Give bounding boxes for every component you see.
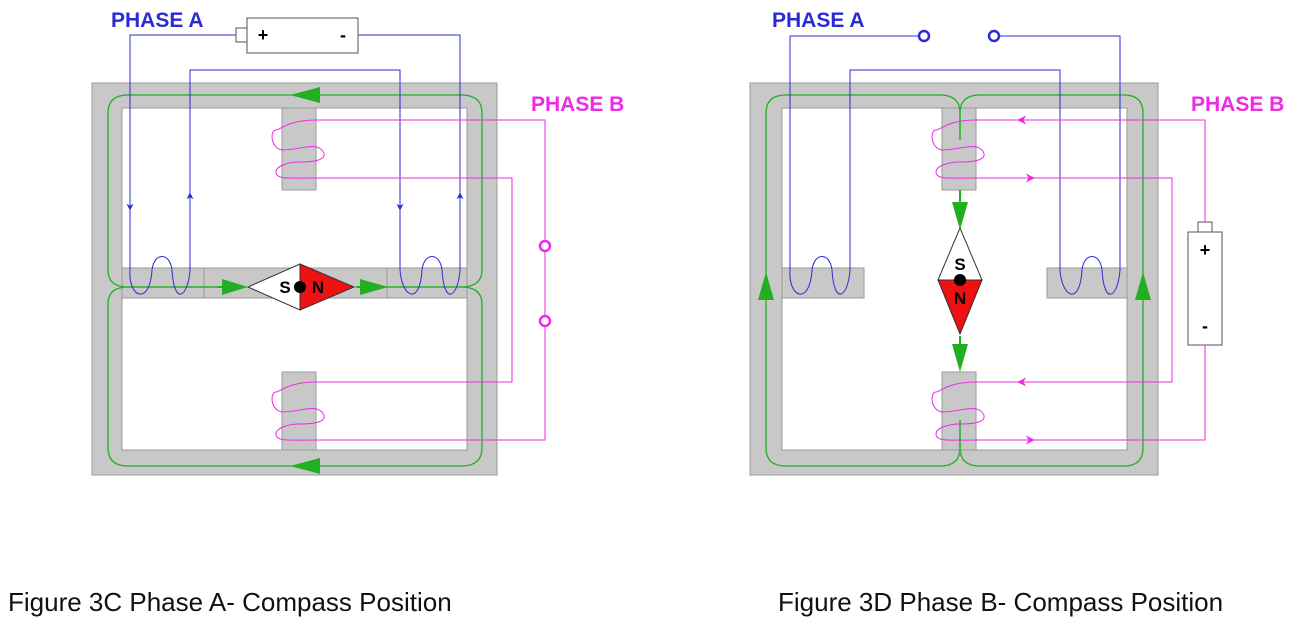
battery-plus: + [258, 25, 269, 45]
rotor-north-label: N [954, 289, 966, 308]
phase-b-terminal-top [538, 239, 552, 253]
phase-a-wiring [126, 34, 464, 295]
rotor-compass: S N [937, 226, 983, 336]
battery-minus: - [1202, 316, 1208, 336]
figure-3d: + - S N PHASE A PHASE B [749, 9, 1284, 476]
phase-b-wiring [931, 115, 1206, 445]
pole-left [121, 267, 205, 299]
phase-b-label: PHASE B [531, 93, 624, 116]
battery: + - [235, 17, 359, 54]
rotor-north-label: N [312, 278, 324, 297]
phase-b-terminal-bottom [538, 314, 552, 328]
phase-a-terminal-right [987, 29, 1001, 43]
rotor-south-label: S [954, 255, 965, 274]
caption-figure-3d: Figure 3D Phase B- Compass Position [778, 587, 1224, 617]
phase-a-label: PHASE A [772, 9, 865, 32]
phase-a-label: PHASE A [111, 9, 204, 32]
rotor-south-label: S [279, 278, 290, 297]
pole-right [1046, 267, 1128, 299]
pole-right [386, 267, 468, 299]
flux-path [107, 87, 483, 474]
caption-figure-3c: Figure 3C Phase A- Compass Position [8, 587, 452, 617]
phase-a-terminal-left [917, 29, 931, 43]
stepper-motor-diagrams: + - S N PHASE A PHASE B [91, 9, 1284, 476]
figure-3c: + - S N PHASE A PHASE B [91, 9, 624, 476]
phase-a-wiring [789, 29, 1121, 295]
rotor-compass: S N [246, 263, 356, 311]
battery: + - [1187, 221, 1223, 346]
battery-minus: - [340, 25, 346, 45]
phase-b-wiring [271, 119, 552, 441]
pole-left [781, 267, 865, 299]
stator-core [749, 82, 1159, 476]
battery-plus: + [1200, 240, 1211, 260]
flux-path [758, 94, 1151, 467]
pole-bottom [941, 371, 977, 451]
pole-bottom [281, 371, 317, 451]
phase-b-label: PHASE B [1191, 93, 1284, 116]
